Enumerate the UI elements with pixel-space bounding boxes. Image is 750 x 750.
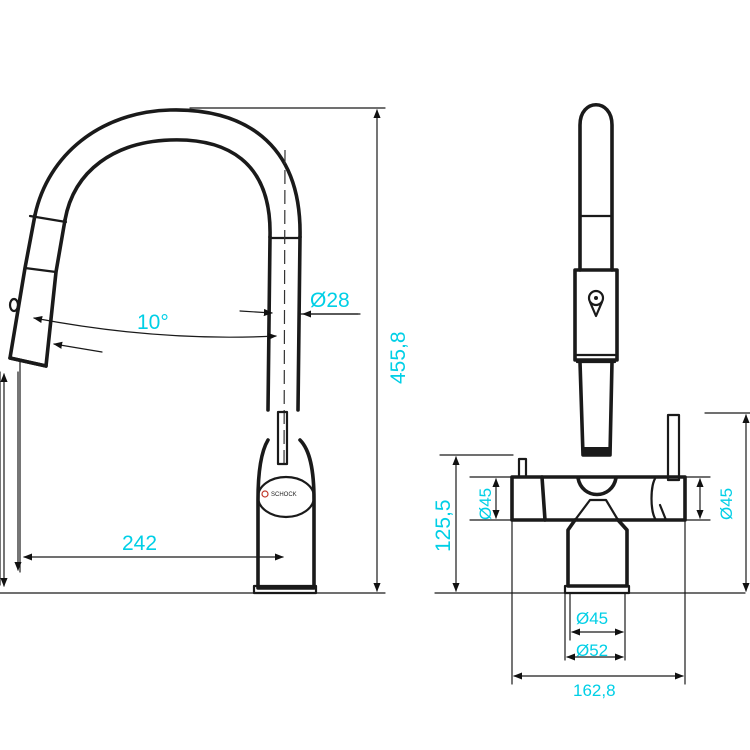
reach-label: 242 xyxy=(122,532,157,555)
body-diameter-right-dimension: Ø45 xyxy=(696,478,736,520)
overall-width-dimension: 162,8 xyxy=(513,672,684,700)
total-height-dimension: 455,8 xyxy=(373,109,410,592)
base-outer-diameter-label: Ø52 xyxy=(576,641,608,660)
spray-angle-label: 10° xyxy=(137,311,169,334)
side-view: SCHOCK 10° Ø28 455,8 xyxy=(0,107,410,595)
body-diameter-left-label: Ø45 xyxy=(476,488,495,520)
faucet-body xyxy=(252,438,318,595)
front-extension-lines xyxy=(434,412,750,685)
spray-head xyxy=(8,213,68,368)
front-body xyxy=(510,475,687,595)
spout-diameter-dimension: Ø28 xyxy=(299,289,361,318)
body-diameter-left-dimension: Ø45 xyxy=(476,478,500,520)
body-height-dimension: 125,5 xyxy=(432,456,460,592)
spray-button-icon xyxy=(587,289,605,318)
left-lever xyxy=(517,457,528,479)
front-view: 125,5 Ø45 Ø45 Ø45 Ø52 162,8 xyxy=(432,102,750,700)
reach-dimension: 242 xyxy=(23,532,284,561)
brand-logo: SCHOCK xyxy=(261,490,297,498)
spout-arch xyxy=(33,108,302,239)
front-spout xyxy=(573,102,619,457)
body-diameter-right-label: Ø45 xyxy=(717,488,736,520)
lever-handle xyxy=(276,410,289,466)
extension-lines xyxy=(0,107,386,594)
spout-diameter-label: Ø28 xyxy=(310,289,350,312)
total-height-label: 455,8 xyxy=(387,331,410,384)
base-inner-diameter-dimension: Ø45 xyxy=(571,609,624,636)
right-lever xyxy=(666,413,681,482)
left-height-dimension xyxy=(0,371,22,587)
body-height-label: 125,5 xyxy=(432,499,455,552)
spray-angle-dimension: 10° xyxy=(33,308,277,353)
overall-width-label: 162,8 xyxy=(573,681,616,700)
base-inner-diameter-label: Ø45 xyxy=(576,609,608,628)
base-outer-diameter-dimension: Ø52 xyxy=(566,641,624,661)
brand-logo-text: SCHOCK xyxy=(271,492,297,498)
